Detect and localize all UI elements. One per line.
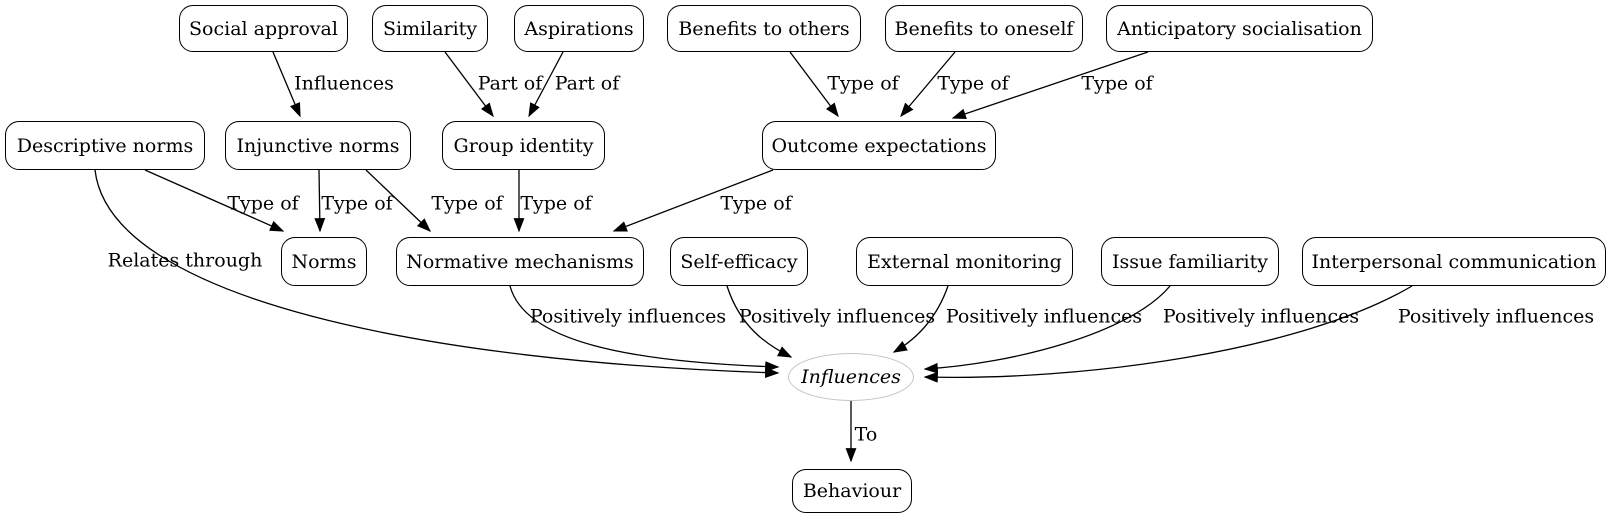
edge-descriptive-norms-to-norms [144, 169, 285, 232]
edge-issue-familiarity-to-influences [923, 285, 1171, 374]
edge-external-monitoring-to-influences [892, 285, 949, 353]
node-aspirations: Aspirations [514, 5, 644, 52]
node-self-efficacy: Self-efficacy [670, 237, 808, 286]
node-social-approval: Social approval [179, 5, 348, 52]
node-descriptive-norms: Descriptive norms [5, 121, 205, 170]
edge-aspirations-to-group-identity [528, 51, 564, 118]
edge-label-type-of-3: Type of [1081, 72, 1153, 95]
edge-label-positively-influences-4: Positively influences [1162, 305, 1360, 328]
node-outcome-expectations: Outcome expectations [762, 121, 996, 170]
edge-benefits-to-others-to-outcome-expectations [789, 51, 839, 118]
edge-label-part-of-2: Part of [554, 72, 620, 95]
node-behaviour: Behaviour [792, 469, 912, 513]
edge-label-type-of-5: Type of [321, 192, 393, 215]
edge-label-type-of-2: Type of [937, 72, 1009, 95]
edge-label-to: To [854, 423, 878, 446]
node-injunctive-norms: Injunctive norms [225, 121, 411, 170]
edge-label-type-of-1: Type of [827, 72, 899, 95]
edge-label-type-of-4: Type of [227, 192, 299, 215]
edge-injunctive-norms-to-norms [314, 169, 326, 233]
edge-label-type-of-6: Type of [431, 192, 503, 215]
edge-social-approval-to-injunctive-norms [272, 51, 301, 118]
node-normative-mechanisms: Normative mechanisms [396, 237, 644, 286]
edge-label-type-of-7: Type of [520, 192, 592, 215]
node-benefits-to-others: Benefits to others [667, 5, 861, 52]
edge-outcome-expectations-to-normative-mechanisms [612, 169, 774, 232]
edge-label-part-of-1: Part of [477, 72, 543, 95]
edge-label-positively-influences-3: Positively influences [945, 305, 1143, 328]
edge-label-influences: Influences [294, 72, 394, 95]
edge-anticipatory-socialisation-to-outcome-expectations [951, 51, 1149, 120]
node-issue-familiarity: Issue familiarity [1101, 237, 1279, 286]
edge-label-positively-influences-1: Positively influences [529, 305, 727, 328]
node-interpersonal-communication: Interpersonal communication [1302, 237, 1606, 286]
node-norms: Norms [281, 237, 367, 286]
edge-label-relates-through: Relates through [107, 249, 263, 272]
node-similarity: Similarity [372, 5, 488, 52]
node-anticipatory-socialisation: Anticipatory socialisation [1106, 5, 1373, 52]
edge-injunctive-norms-to-normative-mechanisms [365, 169, 432, 232]
edge-benefits-to-oneself-to-outcome-expectations [900, 51, 956, 118]
node-group-identity: Group identity [442, 121, 605, 170]
edge-label-positively-influences-2: Positively influences [738, 305, 936, 328]
node-external-monitoring: External monitoring [856, 237, 1073, 286]
edge-similarity-to-group-identity [444, 51, 494, 118]
edge-label-positively-influences-5: Positively influences [1397, 305, 1595, 328]
edge-label-type-of-8: Type of [720, 192, 792, 215]
edge-descriptive-norms-to-influences [94, 169, 780, 379]
edge-interpersonal-communication-to-influences [923, 285, 1413, 383]
node-influences-hub: Influences [788, 353, 914, 401]
edge-self-efficacy-to-influences [726, 285, 793, 358]
node-benefits-to-oneself: Benefits to oneself [885, 5, 1083, 52]
edge-normative-mechanisms-to-influences [509, 285, 780, 372]
